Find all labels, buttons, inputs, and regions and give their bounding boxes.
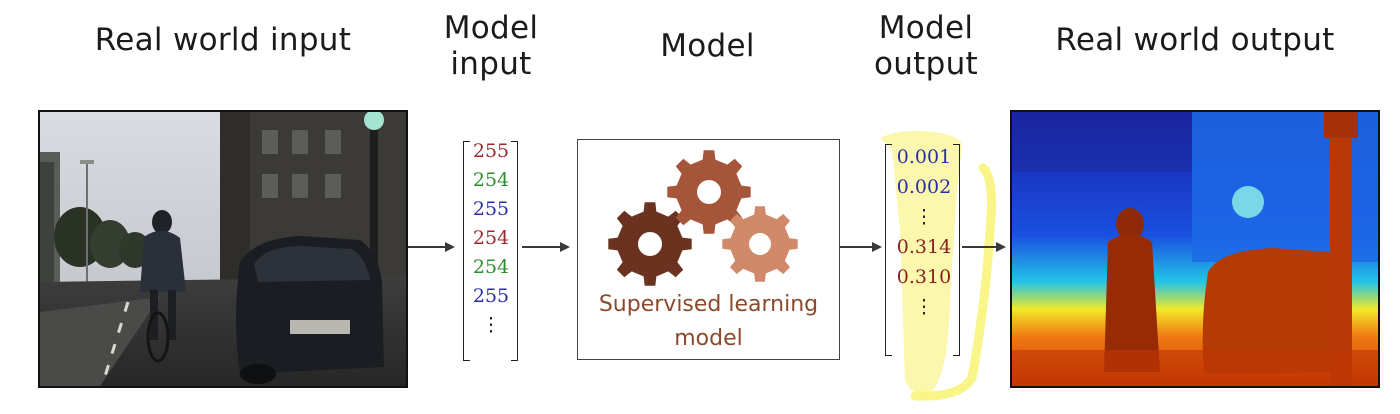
gear-icon bbox=[667, 150, 751, 234]
model_output_vector-entry: 0.310 bbox=[896, 266, 952, 288]
model-input-bracket-left bbox=[463, 141, 470, 361]
model_input_vector-entry: 255 bbox=[472, 140, 510, 162]
heading-model-input: Model input bbox=[420, 10, 562, 82]
heading-real-world-input: Real world input bbox=[94, 22, 352, 58]
gears-icon bbox=[608, 150, 798, 286]
model_input_vector-entry: 255 bbox=[472, 198, 510, 220]
heading-model-input-line2: input bbox=[450, 46, 532, 82]
model-input-bracket-right bbox=[511, 141, 518, 361]
model_input_vector-entry: 255 bbox=[472, 285, 510, 307]
street-scene-illustration bbox=[40, 112, 406, 386]
model_output_vector-entry: 0.314 bbox=[896, 236, 952, 258]
real-world-output-image bbox=[1010, 110, 1380, 388]
model-output-vector: 0.001 0.002 ⋮ 0.314 0.310 ⋮ bbox=[884, 142, 964, 354]
model_input_vector-entry: 254 bbox=[472, 227, 510, 249]
depth-map-illustration bbox=[1012, 112, 1378, 386]
model_input_vector-entry: 254 bbox=[472, 256, 510, 278]
heading-model-output: Model output bbox=[856, 10, 996, 82]
model-label-line1: Supervised learning bbox=[598, 292, 819, 317]
heading-model-input-line1: Model bbox=[443, 10, 539, 46]
real-world-input-image bbox=[38, 110, 408, 388]
model_input_vector-entry: ⋮ bbox=[481, 314, 501, 336]
model-box: Supervised learning model bbox=[577, 139, 840, 360]
model_input_vector-entry: 254 bbox=[472, 169, 510, 191]
model_output_vector-entry: 0.001 bbox=[896, 146, 952, 168]
model_output_vector-entry: ⋮ bbox=[914, 296, 934, 318]
heading-model-output-line1: Model bbox=[878, 10, 974, 46]
heading-real-world-output: Real world output bbox=[1055, 22, 1335, 58]
gear-icon bbox=[608, 202, 692, 286]
heading-model: Model bbox=[660, 28, 755, 64]
model_output_vector-entry: ⋮ bbox=[914, 206, 934, 228]
model_output_vector-entry: 0.002 bbox=[896, 176, 952, 198]
heading-model-output-line2: output bbox=[873, 46, 979, 82]
model-label-line2: model bbox=[674, 326, 743, 351]
model-input-vector: 255 254 255 254 254 255 ⋮ bbox=[462, 138, 520, 360]
gear-icon bbox=[722, 206, 798, 282]
